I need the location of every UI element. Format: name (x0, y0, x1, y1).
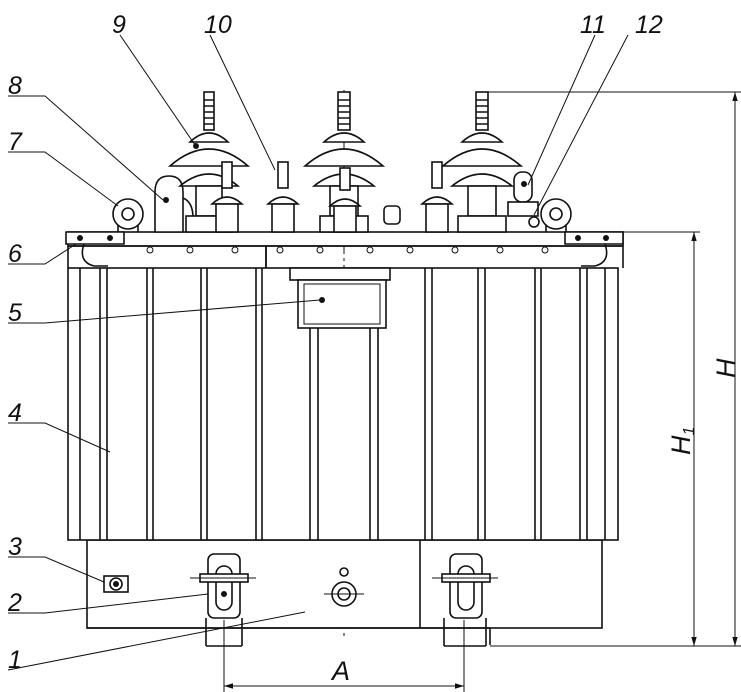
dimension-lines (223, 91, 741, 692)
lv-bushing-mid-left (265, 161, 301, 233)
callout-7: 7 (8, 128, 23, 156)
wheel-right (432, 553, 498, 647)
dim-h-label: H (711, 358, 741, 378)
drain-valve-top (383, 205, 540, 228)
thermometer-pocket (507, 171, 539, 217)
lifting-lug-left (65, 231, 125, 267)
dim-a-label: A (330, 656, 350, 686)
nameplate (289, 267, 391, 329)
callout-8: 8 (8, 72, 22, 100)
callout-3: 3 (8, 533, 22, 561)
callout-12: 12 (635, 11, 663, 39)
lv-bushing-right (419, 161, 455, 233)
relief-loop-left (112, 198, 144, 232)
dim-h1-label: H1 (666, 427, 698, 455)
callout-4: 4 (8, 399, 22, 427)
callout-6: 6 (8, 240, 22, 268)
hv-bushing-right (440, 91, 524, 233)
lifting-lug-right (564, 231, 624, 267)
relief-loop-right (540, 198, 572, 232)
grounding-terminal (324, 567, 364, 607)
oil-gauge (103, 575, 129, 593)
callout-11: 11 (580, 11, 606, 39)
lv-bushing-mid (327, 167, 363, 233)
wheel-left (190, 553, 256, 647)
callout-9: 9 (112, 11, 126, 39)
callout-10: 10 (204, 11, 232, 39)
callout-1: 1 (8, 646, 22, 674)
tank-cover (67, 231, 624, 268)
lv-bushing-left (209, 161, 245, 233)
leader-lines (7, 34, 629, 671)
callout-5: 5 (8, 299, 22, 327)
callout-2: 2 (7, 589, 22, 617)
